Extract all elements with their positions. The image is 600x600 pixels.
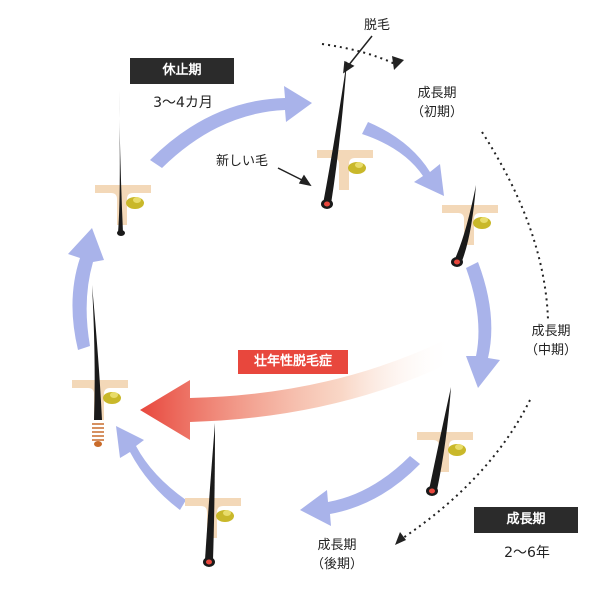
aga-label: 壮年性脱毛症 bbox=[238, 350, 348, 374]
early-anagen-label: 成長期 （初期） bbox=[400, 84, 474, 122]
early-line2: （初期） bbox=[410, 105, 463, 120]
dotted-arrowhead bbox=[392, 56, 404, 70]
new-hair-callout: 新しい毛 bbox=[216, 154, 269, 169]
late-anagen-label: 成長期 （後期） bbox=[300, 536, 374, 574]
telogen-badge: 休止期 bbox=[130, 58, 234, 84]
late-line2: （後期） bbox=[310, 557, 363, 572]
middle-line2: （中期） bbox=[524, 343, 577, 358]
callout-lines bbox=[277, 35, 373, 187]
middle-anagen-label: 成長期 （中期） bbox=[514, 322, 588, 360]
anagen-duration: 2～6年 bbox=[504, 545, 550, 561]
early-line1: 成長期 bbox=[417, 86, 457, 101]
follicle-telogen bbox=[95, 90, 151, 236]
shedding-callout: 脱毛 bbox=[364, 18, 391, 33]
follicle-late bbox=[185, 423, 241, 567]
follicle-catagen bbox=[72, 285, 128, 447]
late-line1: 成長期 bbox=[317, 538, 357, 553]
follicle-new-hair bbox=[317, 60, 373, 209]
aga-arrow bbox=[140, 340, 452, 440]
anagen-badge: 成長期 bbox=[474, 507, 578, 533]
middle-line1: 成長期 bbox=[531, 324, 571, 339]
follicle-middle bbox=[417, 387, 473, 496]
dotted-arrowhead bbox=[395, 532, 406, 545]
telogen-duration: 3～4カ月 bbox=[153, 95, 213, 111]
cycle-arrows bbox=[68, 86, 500, 526]
follicle-early bbox=[442, 185, 498, 267]
dotted-arrows bbox=[321, 43, 549, 541]
